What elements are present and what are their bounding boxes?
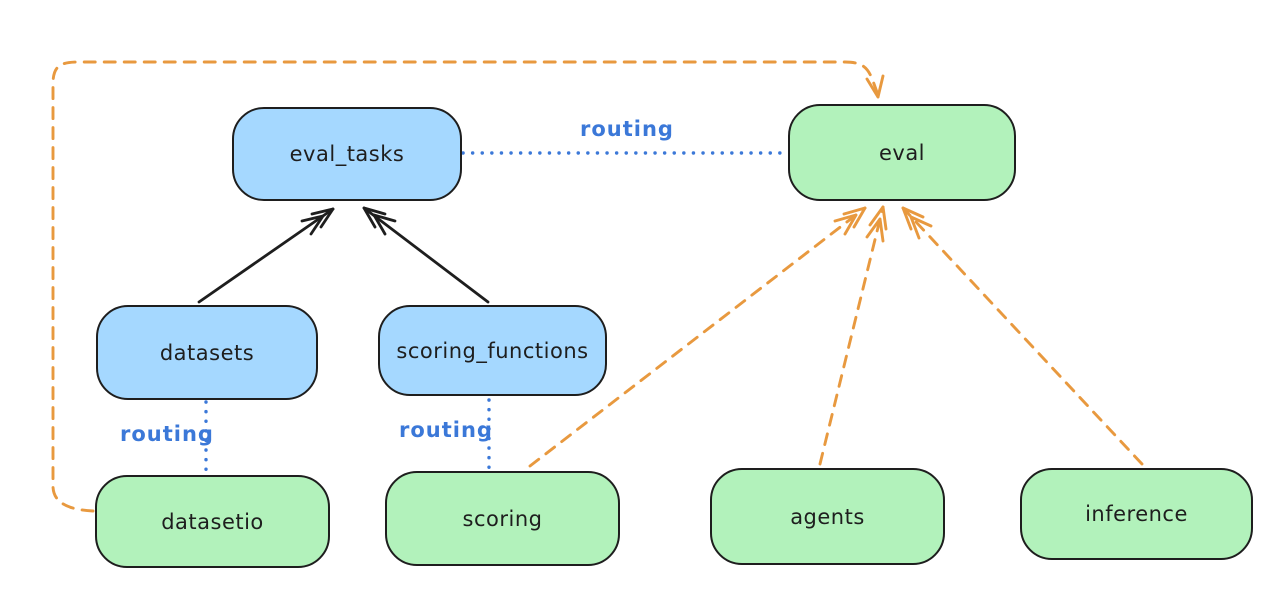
- node-scoring[interactable]: scoring: [385, 471, 620, 566]
- edge-agents-to-eval[interactable]: [818, 205, 888, 466]
- edge-line: [901, 206, 1144, 466]
- arrowhead-icon: [833, 206, 867, 236]
- edge-line: [51, 60, 880, 513]
- edge-datasets-to-eval-tasks[interactable]: [197, 207, 335, 304]
- edge-line: [362, 206, 490, 304]
- edge-datasetio-to-eval[interactable]: [51, 60, 885, 513]
- node-eval-tasks[interactable]: eval_tasks: [232, 107, 462, 201]
- node-scoring-functions[interactable]: scoring_functions: [378, 305, 607, 396]
- node-eval-label: eval: [878, 140, 926, 165]
- arrowhead-icon: [865, 205, 888, 243]
- node-datasetio[interactable]: datasetio: [95, 475, 330, 568]
- edge-inference-to-eval[interactable]: [901, 206, 1144, 466]
- node-scoring-label: scoring: [462, 506, 543, 531]
- edge-line: [197, 207, 335, 304]
- edge-label-routing-eval-tasks-eval: routing: [580, 117, 674, 141]
- edge-line: [818, 205, 885, 466]
- node-agents[interactable]: agents: [710, 468, 945, 565]
- node-inference[interactable]: inference: [1020, 468, 1253, 560]
- arrowhead-icon: [865, 74, 885, 99]
- arrowhead-icon: [300, 207, 335, 236]
- node-eval-tasks-label: eval_tasks: [289, 142, 405, 166]
- arrowhead-icon: [362, 206, 397, 236]
- edge-label-routing-scoring-functions-scoring: routing: [399, 418, 493, 442]
- node-datasets[interactable]: datasets: [96, 305, 318, 400]
- arrowhead-icon: [901, 206, 933, 240]
- edge-scoring-functions-to-eval-tasks[interactable]: [362, 206, 490, 304]
- node-inference-label: inference: [1085, 502, 1188, 526]
- edge-scoring-to-eval[interactable]: [528, 206, 867, 468]
- node-datasetio-label: datasetio: [161, 509, 264, 534]
- edge-label-routing-datasets-datasetio: routing: [120, 422, 214, 446]
- node-scoring-functions-label: scoring_functions: [396, 338, 589, 363]
- node-eval[interactable]: eval: [788, 104, 1016, 201]
- node-datasets-label: datasets: [159, 340, 255, 365]
- edge-line: [528, 206, 867, 468]
- node-agents-label: agents: [790, 504, 865, 529]
